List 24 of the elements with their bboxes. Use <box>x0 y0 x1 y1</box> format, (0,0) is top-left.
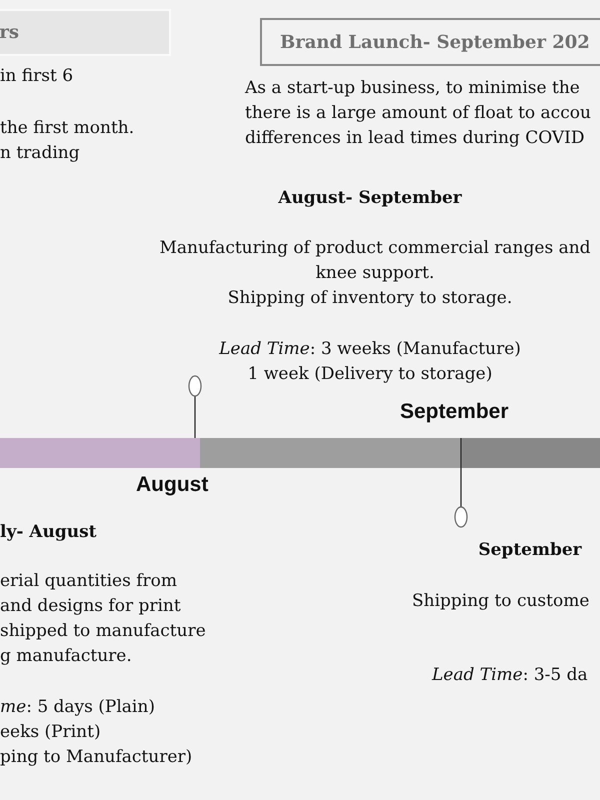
text: n trading <box>0 142 80 165</box>
text: Shipping to custome <box>412 590 590 613</box>
title-box: Brand Launch- September 202 <box>260 18 600 66</box>
text: shipped to manufacture <box>0 620 206 643</box>
heading: August- September <box>277 187 463 210</box>
text: me: 5 days (Plain) <box>0 696 155 719</box>
heading: ly- August <box>0 521 97 544</box>
section-header: rs <box>0 9 171 56</box>
month-label: September <box>400 399 509 424</box>
text: Lead Time: 3 weeks (Manufacture) <box>218 338 522 361</box>
text: Lead Time: 3-5 da <box>432 664 588 687</box>
month-label: August <box>136 472 208 497</box>
text: 1 week (Delivery to storage) <box>246 363 494 386</box>
text: the first month. <box>0 117 134 140</box>
text: and designs for print <box>0 595 181 618</box>
text: As a start-up business, to minimise the there is a large amount of float to accou differences in lead times during COVID <box>245 77 592 150</box>
text: eeks (Print) <box>0 721 101 744</box>
text: erial quantities from <box>0 570 178 593</box>
text: in first 6 <box>0 65 74 88</box>
text: Manufacturing of product commercial ranges and knee support. <box>158 237 592 285</box>
text: ping to Manufacturer) <box>0 746 192 769</box>
text: g manufacture. <box>0 645 132 668</box>
text: Shipping of inventory to storage. <box>226 287 514 310</box>
heading: September <box>477 539 583 562</box>
